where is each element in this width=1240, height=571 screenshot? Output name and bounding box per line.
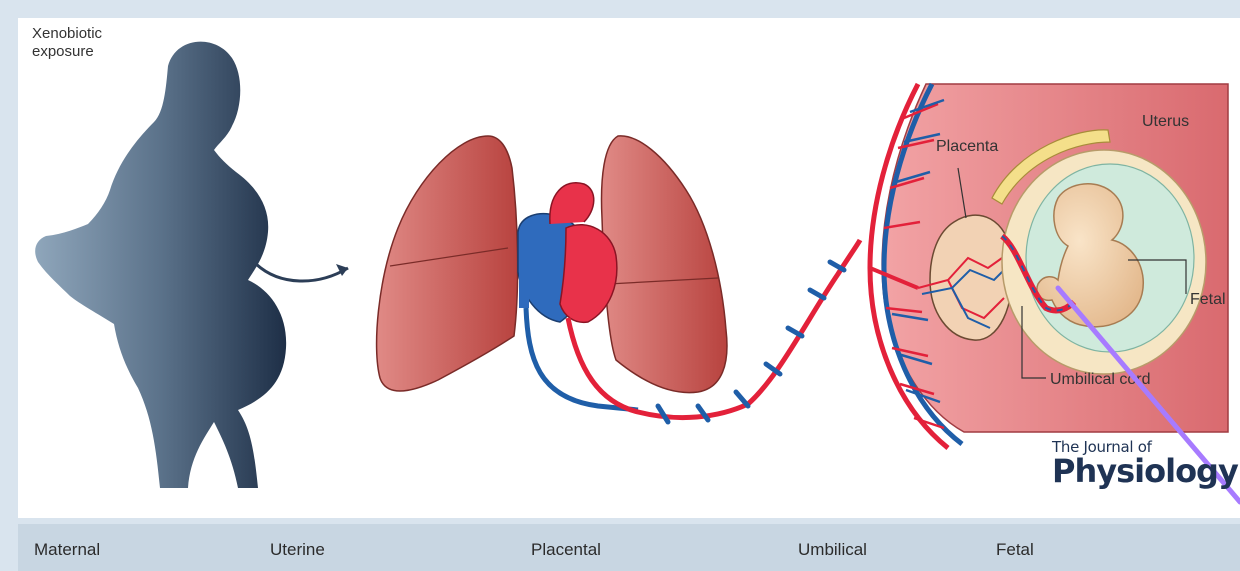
diagram-panel: Xenobiotic exposure Uterus Placenta Feta… [18,18,1240,518]
journal-logo-line2: Physiology [1052,456,1238,486]
left-lung [377,136,518,391]
xenobiotic-label-line1: Xenobiotic [32,25,103,42]
stage-placental: Placental [531,540,601,560]
placenta-disc [930,215,1013,340]
aorta [550,183,594,224]
placenta-label: Placenta [936,138,998,155]
stage-umbilical: Umbilical [798,540,867,560]
stages-bar: Maternal Uterine Placental Umbilical Fet… [18,524,1240,571]
stage-uterine: Uterine [270,540,325,560]
journal-logo: The Journal of Physiology [1052,438,1238,486]
xenobiotic-label-line2: exposure [32,43,94,60]
exposure-arrow [256,264,348,281]
stage-fetal: Fetal [996,540,1034,560]
pregnant-woman-silhouette [35,42,286,488]
uterus-label: Uterus [1142,113,1189,130]
fetal-label: Fetal [1190,291,1226,308]
stage-maternal: Maternal [34,540,100,560]
right-lung [602,136,727,393]
